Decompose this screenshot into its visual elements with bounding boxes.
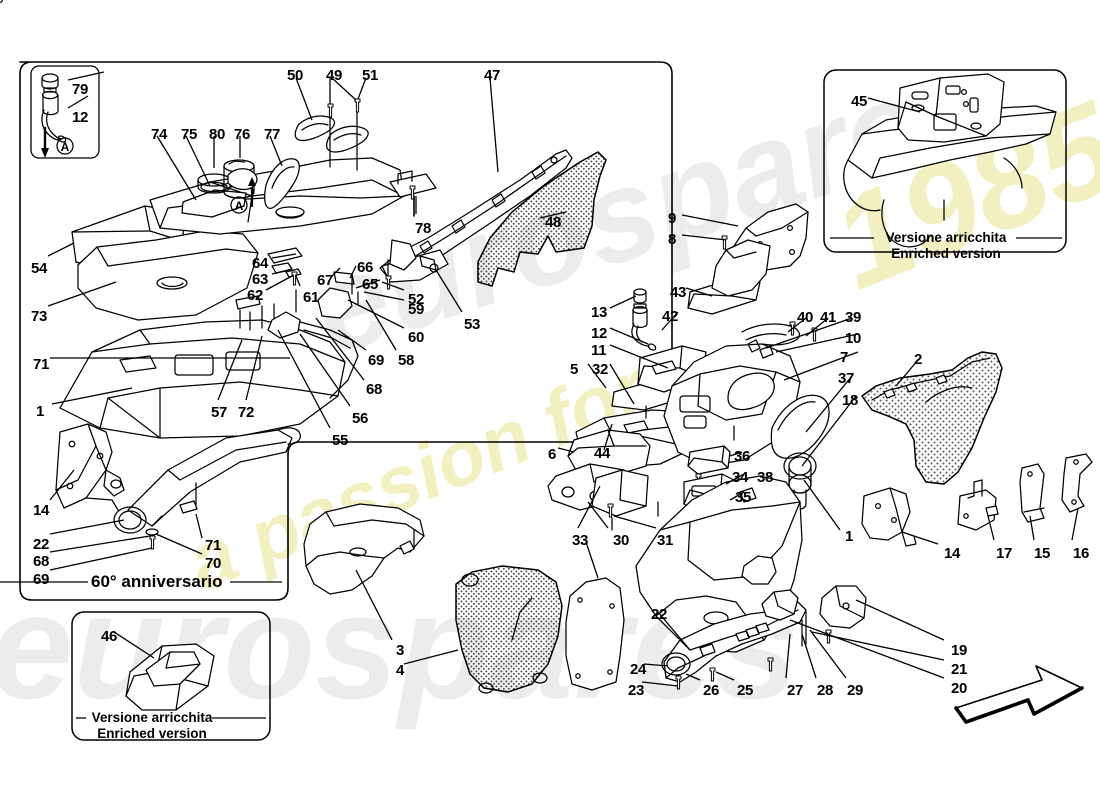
- caption-enriched-right-en: Enriched version: [891, 246, 1001, 261]
- part-number-label: 16: [1073, 545, 1090, 562]
- part-number-label: 26: [703, 682, 720, 699]
- part-number-label: 27: [787, 682, 804, 699]
- part-number-label: 38: [757, 469, 774, 486]
- part-number-label: 47: [484, 67, 501, 84]
- part-number-label: 40: [797, 309, 814, 326]
- part-number-label: 23: [628, 682, 645, 699]
- part-number-label: 39: [845, 309, 862, 326]
- part-number-label: 1: [845, 528, 854, 545]
- part-number-label: 32: [592, 361, 609, 378]
- part-number-label: 70: [205, 555, 222, 572]
- caption-enriched-bottom-it: Versione arricchita: [91, 710, 213, 725]
- part-number-label: 54: [31, 260, 48, 277]
- part-number-label: 15: [1034, 545, 1051, 562]
- part-number-label: 49: [326, 67, 343, 84]
- part-number-label: 75: [181, 126, 198, 143]
- part-number-label: 12: [591, 325, 608, 342]
- part-number-label: 36: [734, 448, 751, 465]
- part-number-label: 31: [657, 532, 674, 549]
- caption-enriched-right-it: Versione arricchita: [885, 230, 1007, 245]
- part-number-label: 69: [368, 352, 385, 369]
- part-number-label: 4: [396, 662, 405, 679]
- part-number-label: 67: [317, 272, 334, 289]
- part-number-label: 22: [33, 536, 50, 553]
- part-number-label: 14: [33, 502, 50, 519]
- part-number-label: 52: [408, 291, 425, 308]
- part-number-label: 62: [247, 287, 264, 304]
- part-number-label: 13: [591, 304, 608, 321]
- part-number-label: 71: [205, 537, 222, 554]
- part-number-label: 24: [630, 661, 647, 678]
- part-number-label: 43: [670, 284, 687, 301]
- caption-enriched-right: Versione arricchita Enriched version: [880, 230, 1012, 262]
- part-number-label: 74: [151, 126, 168, 143]
- part-number-label: 72: [238, 404, 255, 421]
- part-number-label: 68: [366, 381, 383, 398]
- part-number-label: 19: [951, 642, 968, 659]
- part-number-label: 5: [570, 361, 579, 378]
- part-number-label: 68: [33, 553, 50, 570]
- part-number-label: 20: [951, 680, 968, 697]
- part-number-label: 7: [840, 349, 849, 366]
- part-number-label: 37: [838, 370, 855, 387]
- part-number-label: 30: [613, 532, 630, 549]
- part-number-label: 80: [209, 126, 226, 143]
- part-number-label: 6: [548, 446, 557, 463]
- part-number-label: 46: [101, 628, 118, 645]
- part-number-label: 50: [287, 67, 304, 84]
- part-number-label: 71: [33, 356, 50, 373]
- part-number-label: 1: [36, 403, 45, 420]
- part-number-label: 10: [845, 330, 862, 347]
- part-number-label: 57: [211, 404, 228, 421]
- part-number-label: 34: [732, 469, 749, 486]
- part-number-label: 42: [662, 308, 679, 325]
- part-number-label: 63: [252, 271, 269, 288]
- caption-anniversary: 60° anniversario: [91, 572, 223, 591]
- part-number-label: 77: [264, 126, 281, 143]
- part-number-label: 22: [651, 606, 668, 623]
- part-number-label: 41: [820, 309, 837, 326]
- part-number-label: 35: [735, 489, 752, 506]
- part-number-label: 55: [332, 432, 349, 449]
- part-number-label: 73: [31, 308, 48, 325]
- part-number-label: 12: [72, 109, 89, 126]
- part-number-label: 64: [252, 255, 269, 272]
- part-number-label: 51: [362, 67, 379, 84]
- part-number-label: 8: [668, 231, 677, 248]
- part-number-label: 69: [33, 571, 50, 588]
- part-number-label: 78: [415, 220, 432, 237]
- part-number-label: 18: [842, 392, 859, 409]
- svg-text:A: A: [61, 140, 70, 154]
- part-number-label: 11: [591, 342, 607, 359]
- part-number-label: 48: [545, 214, 562, 231]
- part-number-label: 59: [408, 301, 425, 318]
- caption-enriched-bottom: Versione arricchita Enriched version: [90, 710, 214, 742]
- part-number-label: 44: [594, 445, 611, 462]
- part-number-label: 58: [398, 352, 415, 369]
- part-number-label: 56: [352, 410, 369, 427]
- part-number-label: 14: [944, 545, 961, 562]
- part-number-label: 25: [737, 682, 754, 699]
- part-number-label: 76: [234, 126, 251, 143]
- part-number-label: 29: [847, 682, 864, 699]
- part-number-label: 9: [668, 210, 677, 227]
- part-number-label: 33: [572, 532, 589, 549]
- part-number-label: 21: [951, 661, 968, 678]
- svg-text:A: A: [235, 199, 244, 213]
- part-number-label: 61: [303, 289, 320, 306]
- part-number-label: 60: [408, 329, 425, 346]
- part-number-label: 45: [851, 93, 868, 110]
- part-number-label: 53: [464, 316, 481, 333]
- part-number-label: 2: [914, 351, 923, 368]
- part-number-label: 3: [396, 642, 405, 659]
- part-number-label: 28: [817, 682, 834, 699]
- caption-enriched-bottom-en: Enriched version: [97, 726, 207, 741]
- part-number-label: 79: [72, 81, 89, 98]
- part-number-label: 66: [357, 259, 374, 276]
- part-number-label: 65: [362, 276, 379, 293]
- part-number-label: 17: [996, 545, 1013, 562]
